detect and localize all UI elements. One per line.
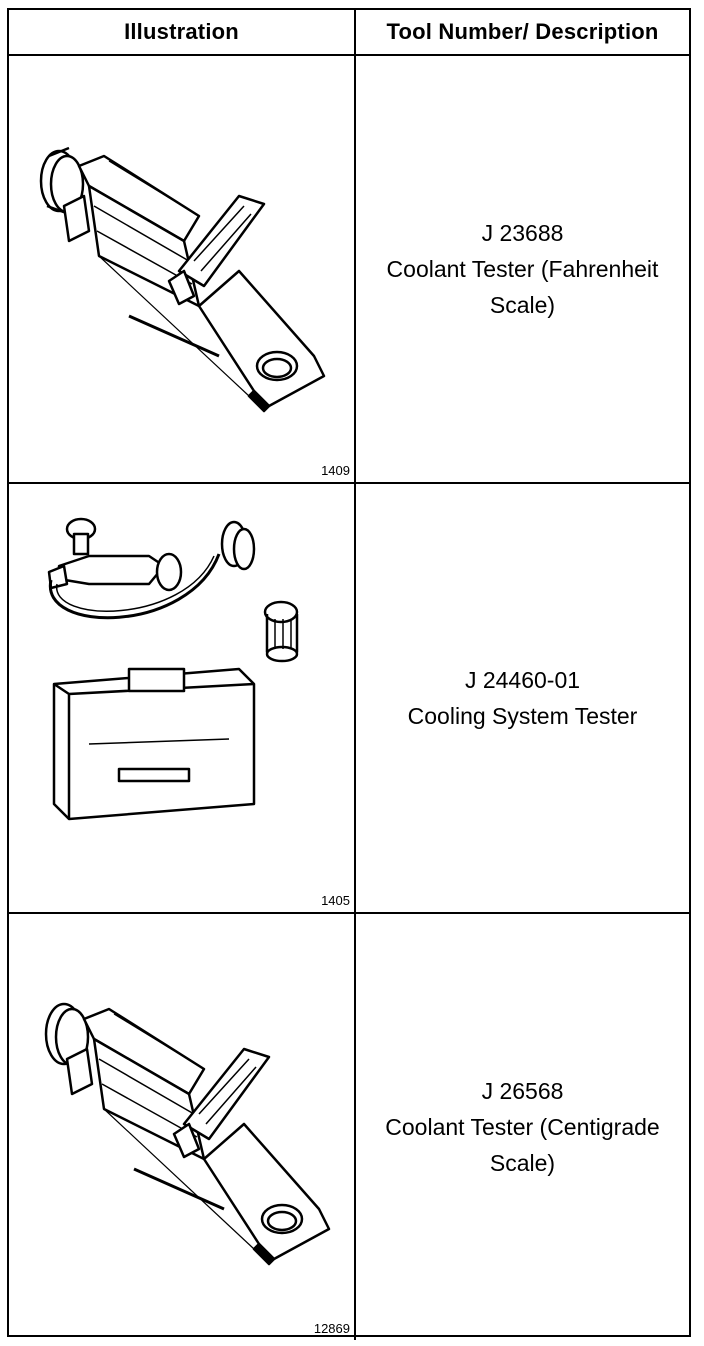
- table-row: 1405 J 24460-01 Cooling System Tester: [9, 482, 689, 914]
- header-tool-description: Tool Number/ Description: [354, 10, 689, 56]
- figure-number: 12869: [313, 1321, 350, 1336]
- special-tools-table: Illustration Tool Number/ Description: [9, 10, 689, 1340]
- header-illustration: Illustration: [9, 10, 356, 56]
- tool-table-sheet: Illustration Tool Number/ Description: [7, 8, 691, 1340]
- tool-description: Cooling System Tester: [407, 703, 638, 729]
- tool-description-cell: J 24460-01 Cooling System Tester: [354, 482, 689, 914]
- tool-number: J 23688: [481, 220, 564, 246]
- figure-number: 1409: [321, 463, 350, 478]
- tool-description-cell: J 23688 Coolant Tester (Fahrenheit Scale…: [354, 54, 689, 484]
- illustration-cell: 12869: [9, 912, 356, 1340]
- cooling-system-tester-icon: [47, 517, 299, 821]
- tool-number: J 26568: [481, 1078, 564, 1104]
- tool-description: Coolant Tester (Fahrenheit Scale): [386, 256, 659, 318]
- table-row: 1409 J 23688 Coolant Tester (Fahrenheit …: [9, 54, 689, 484]
- tool-number: J 24460-01: [464, 667, 581, 693]
- tool-description: Coolant Tester (Centigrade Scale): [385, 1114, 660, 1176]
- table-row: 12869 J 26568 Coolant Tester (Centigrade…: [9, 912, 689, 1340]
- coolant-tester-fahrenheit-icon: [39, 146, 326, 413]
- table-header-row: Illustration Tool Number/ Description: [9, 10, 689, 56]
- illustration-cell: 1405: [9, 482, 356, 914]
- illustration-cell: 1409: [9, 54, 356, 484]
- tool-description-cell: J 26568 Coolant Tester (Centigrade Scale…: [354, 912, 689, 1340]
- figure-number: 1405: [321, 893, 350, 908]
- coolant-tester-centigrade-icon: [44, 1002, 331, 1266]
